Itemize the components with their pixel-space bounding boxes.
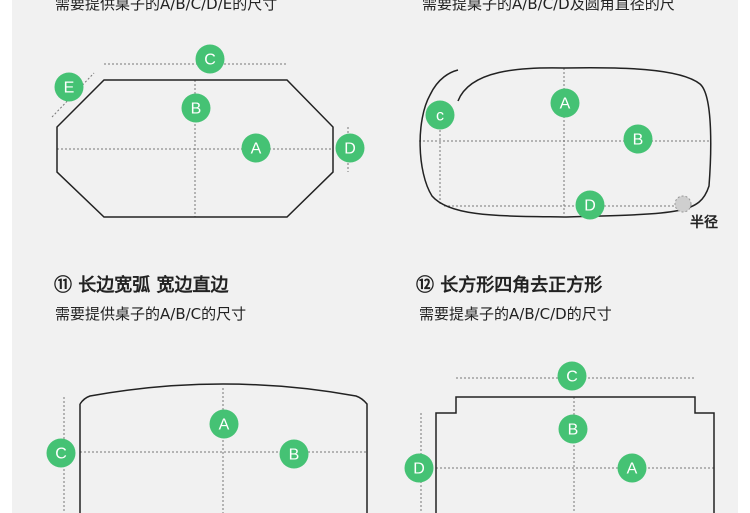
arc-title: ⑪ 长边宽弧 宽边直边: [54, 275, 229, 296]
svg-text:D: D: [584, 198, 596, 215]
badge-octagon-d: D: [335, 133, 365, 163]
svg-text:A: A: [627, 461, 638, 478]
badge-notched-d: D: [404, 453, 434, 483]
table-outlines: [56, 66, 715, 513]
svg-text:C: C: [204, 52, 216, 69]
badge-notched-a: A: [617, 453, 647, 483]
badge-rounded-b: B: [623, 124, 653, 154]
badge-octagon-e: E: [54, 72, 84, 102]
badge-arc-c: C: [46, 438, 76, 468]
badge-rounded-a: A: [550, 88, 580, 118]
background-panel: [12, 0, 738, 513]
badge-rounded-c: c: [425, 100, 455, 130]
svg-text:C: C: [566, 369, 578, 386]
notched-shape: [435, 396, 715, 513]
radius-label: 半径: [690, 215, 718, 231]
notched-title: ⑫ 长方形四角去正方形: [416, 275, 603, 296]
svg-text:D: D: [344, 141, 356, 158]
svg-text:A: A: [219, 417, 230, 434]
corner-radius-marker: [674, 195, 692, 213]
arc-shape: [79, 383, 368, 513]
octagon-subtitle: 需要提供桌子的A/B/C/D/E的尺寸: [55, 0, 278, 13]
svg-text:C: C: [55, 446, 67, 463]
arc-subtitle: 需要提供桌子的A/B/C的尺寸: [55, 305, 247, 323]
badge-octagon-b: B: [181, 93, 211, 123]
svg-text:A: A: [251, 141, 262, 158]
svg-text:E: E: [64, 80, 75, 97]
rounded-subtitle: 需要提桌子的A/B/C/D及圆角直径的尺: [422, 0, 675, 13]
badge-notched-b: B: [558, 414, 588, 444]
svg-text:B: B: [568, 422, 579, 439]
dimension-lines: [51, 63, 714, 513]
badge-rounded-d: D: [575, 190, 605, 220]
badge-arc-b: B: [279, 439, 309, 469]
badge-notched-c: C: [557, 361, 587, 391]
svg-text:A: A: [560, 96, 571, 113]
rounded-rect-shape: [419, 66, 712, 218]
notched-subtitle: 需要提桌子的A/B/C/D的尺寸: [419, 305, 612, 323]
svg-text:B: B: [191, 101, 202, 118]
octagon-shape: [56, 79, 334, 218]
badge-arc-a: A: [209, 409, 239, 439]
svg-text:B: B: [633, 132, 644, 149]
svg-text:c: c: [436, 108, 444, 125]
badge-octagon-a: A: [241, 133, 271, 163]
badge-octagon-c: C: [195, 44, 225, 74]
svg-text:D: D: [413, 461, 425, 478]
svg-text:B: B: [289, 447, 300, 464]
